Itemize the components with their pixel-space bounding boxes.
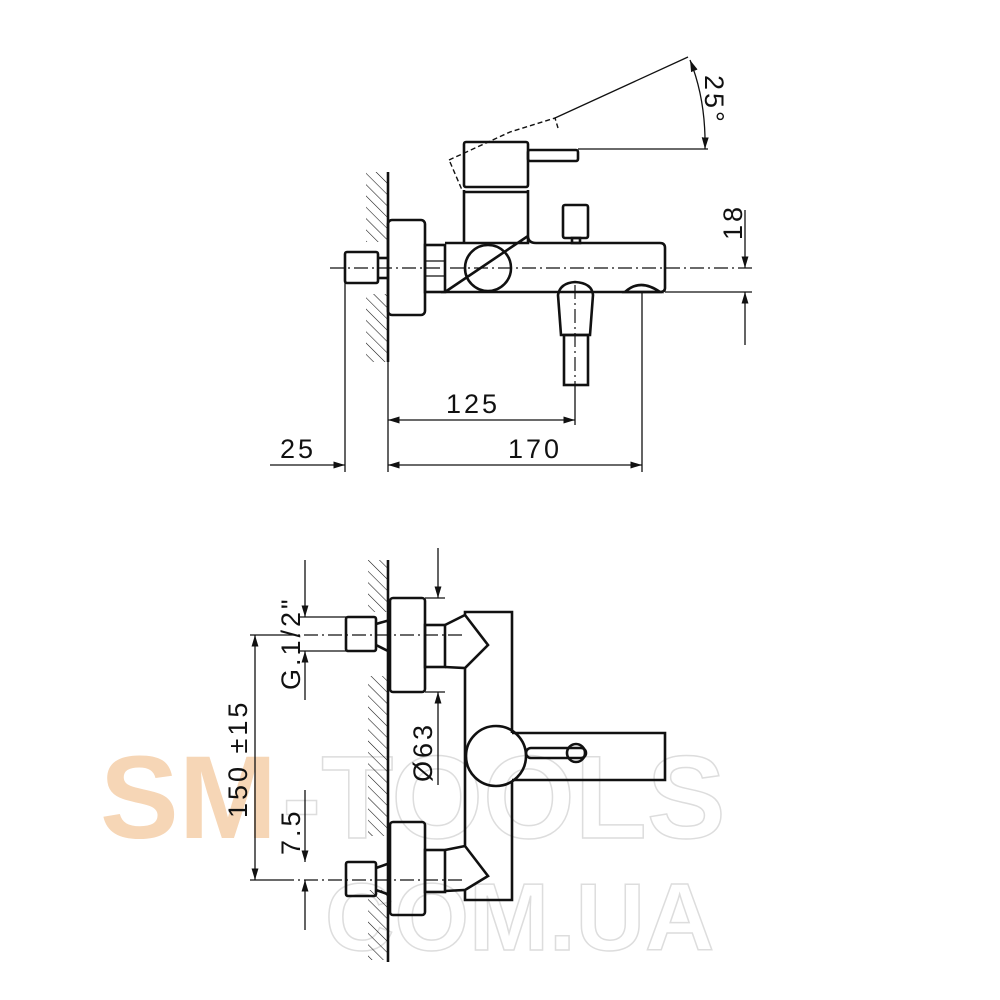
dim-outlet-offset-label: 18 <box>718 204 748 240</box>
upper-flange <box>388 596 427 694</box>
dim-thread-label: G.1/2" <box>276 596 306 690</box>
aerator <box>621 283 665 294</box>
wall-hatch <box>366 172 388 242</box>
dim-spout-label: 170 <box>508 434 562 464</box>
mixer-body <box>444 610 514 902</box>
angle-dimension <box>689 59 709 150</box>
spout <box>512 731 667 782</box>
dim-inlet-label: 25 <box>280 434 316 464</box>
handle-cap <box>462 140 530 189</box>
watermark-brand-b: -TOOLS <box>282 732 726 864</box>
diverter-knob <box>561 203 590 240</box>
front-view: G.1/2" 150 ±15 7.5 Ø63 <box>223 548 667 962</box>
watermark-brand-a: SM <box>100 732 277 864</box>
dim-angle-label: 25° <box>699 75 729 125</box>
dim-centers-label: 150 ±15 <box>223 700 253 818</box>
side-view: 25° 18 125 170 25 <box>270 56 752 472</box>
dim-diverter-label: 125 <box>446 389 500 419</box>
shower-outlet <box>556 280 595 337</box>
lower-inlet-nut <box>344 860 378 898</box>
dim-flange-label: Ø63 <box>408 722 438 782</box>
upper-inlet-nut <box>344 615 378 653</box>
mixer-body <box>440 190 667 294</box>
wall-hatch <box>366 294 388 362</box>
lever-raised-position <box>448 117 559 191</box>
lever-handle <box>526 148 580 163</box>
dim-offset-label: 7.5 <box>276 808 306 855</box>
